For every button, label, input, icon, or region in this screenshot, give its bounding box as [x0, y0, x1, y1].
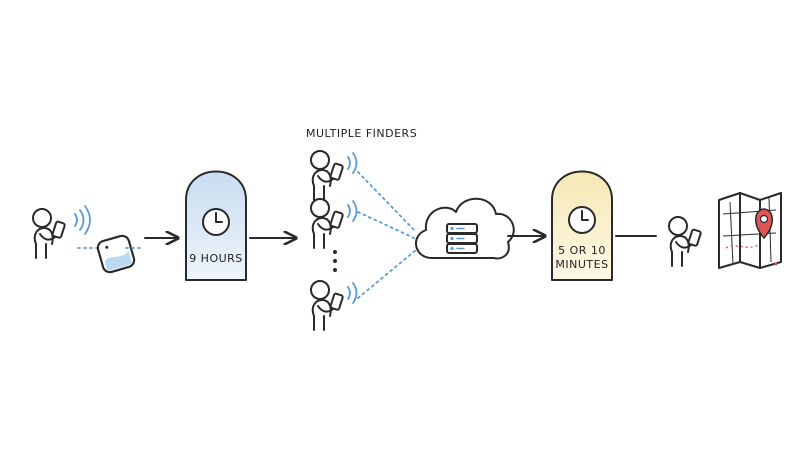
timer-second-label-line1: 5 OR 10 — [558, 244, 606, 257]
map-pin-icon — [755, 208, 773, 240]
finder-signal-icon — [347, 152, 358, 174]
map-icon — [718, 192, 782, 269]
finder-person-icon — [310, 150, 345, 201]
more-finders-ellipsis — [333, 250, 337, 272]
timer-first-label: 9 HOURS — [189, 252, 243, 265]
finder-to-cloud-link — [357, 211, 415, 239]
finders-heading: MULTIPLE FINDERS — [306, 127, 417, 140]
clock-icon — [202, 208, 230, 236]
owner-signal-icon — [74, 205, 91, 235]
clock-icon — [568, 206, 596, 234]
owner-person-icon — [668, 216, 703, 267]
timer-second-label-line2: MINUTES — [555, 258, 608, 271]
finder-to-cloud-link — [357, 249, 417, 299]
cloud-server-icon — [415, 197, 515, 260]
finder-person-icon — [310, 280, 345, 331]
finder-signal-icon — [347, 282, 358, 304]
timer-second-node: 5 OR 10 MINUTES — [551, 170, 613, 281]
timer-first-node: 9 HOURS — [185, 170, 247, 281]
finder-signal-icon — [347, 200, 358, 222]
finder-to-cloud-link — [357, 171, 417, 233]
tracker-tag-icon — [96, 234, 136, 274]
finder-person-icon — [310, 198, 345, 249]
owner-person-icon — [32, 208, 67, 259]
